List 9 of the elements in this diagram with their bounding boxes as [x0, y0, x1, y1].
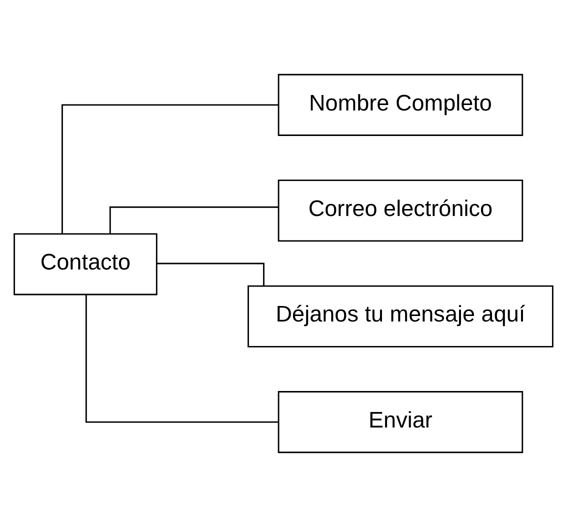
node-box: Déjanos tu mensaje aquí	[248, 284, 554, 347]
connector	[156, 262, 264, 286]
connector	[109, 206, 278, 234]
connector	[62, 104, 278, 234]
node-box: Contacto	[14, 232, 158, 295]
node-box: Correo electrónico	[278, 179, 524, 242]
node-box: Nombre Completo	[278, 73, 524, 136]
connector	[85, 294, 278, 422]
node-box: Enviar	[278, 390, 524, 453]
